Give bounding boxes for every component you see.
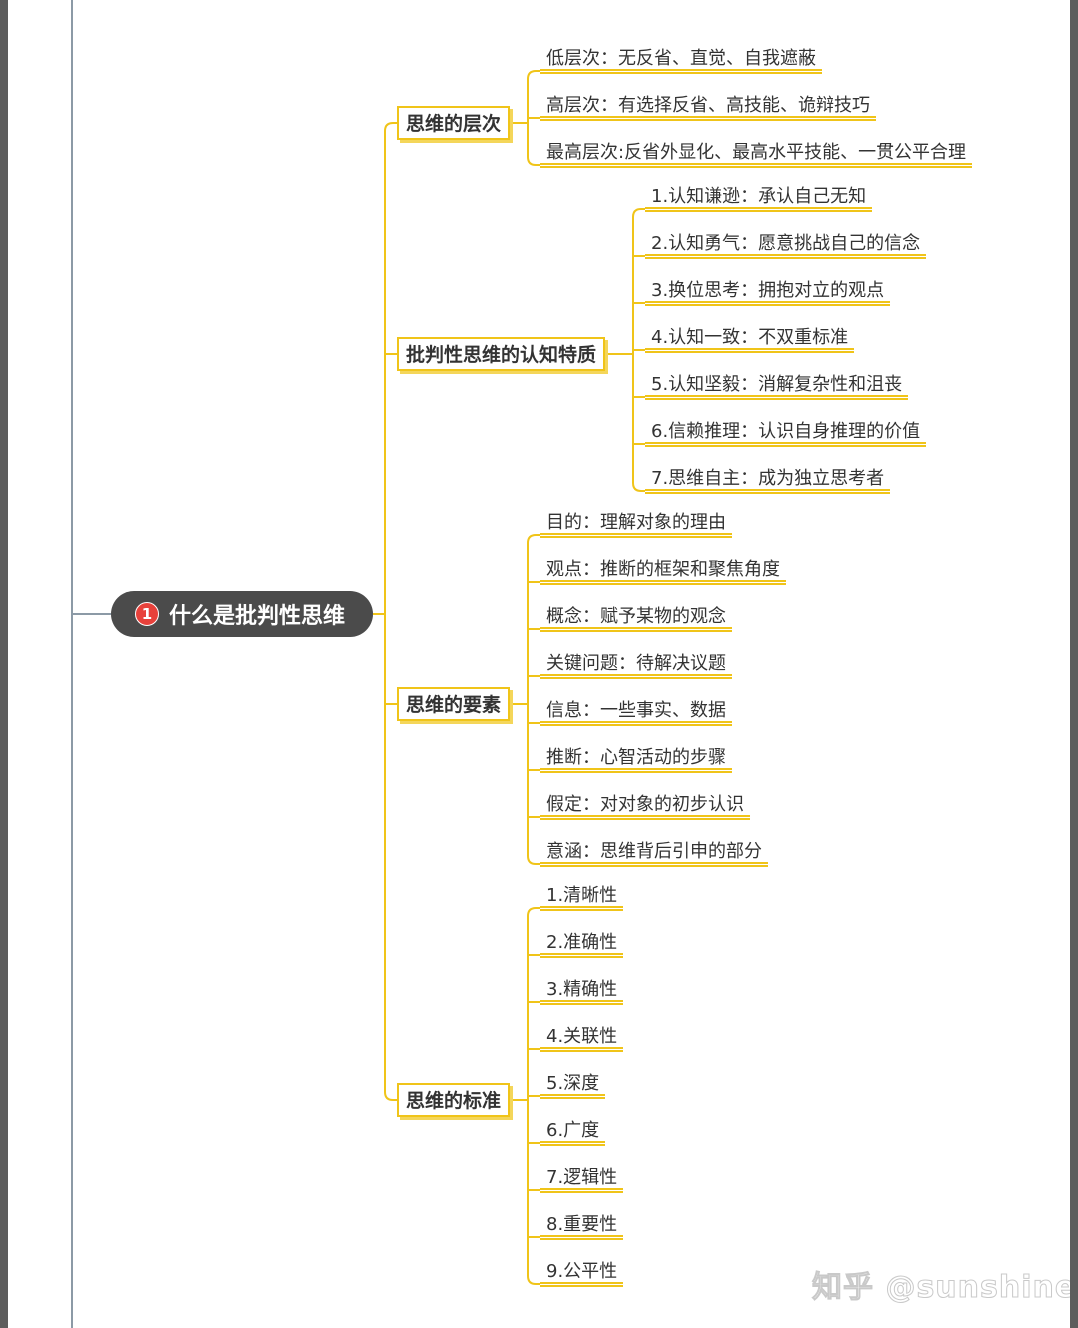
leaf-depth[interactable]: 5.深度: [540, 1072, 606, 1099]
watermark: 知乎 @sunshine: [811, 1270, 1070, 1306]
root-topic-label: 什么是批判性思维: [169, 604, 346, 629]
mind-map-canvas: 1 什么是批判性思维 思维的层次 批判性思维的认知特质 思维的要素 思维的标准 …: [8, 0, 1070, 1328]
leaf-high-level[interactable]: 高层次：有选择反省、高技能、诡辩技巧: [540, 94, 876, 121]
topic-thinking-levels[interactable]: 思维的层次: [397, 106, 511, 140]
leaf-low-level[interactable]: 低层次：无反省、直觉、自我遮蔽: [540, 47, 822, 74]
topic-thinking-elements[interactable]: 思维的要素: [397, 687, 511, 721]
topic-connector: [384, 1091, 397, 1101]
leaf-connector: [527, 70, 540, 80]
leaf-precision[interactable]: 3.精确性: [540, 978, 624, 1005]
leaf-connector: [527, 1275, 540, 1285]
leaf-relevance[interactable]: 4.关联性: [540, 1025, 624, 1052]
leaf-concept[interactable]: 概念：赋予某物的观念: [540, 605, 732, 632]
leaf-autonomy[interactable]: 7.思维自主：成为独立思考者: [645, 467, 891, 494]
leaf-perseverance[interactable]: 5.认知坚毅：消解复杂性和沮丧: [645, 373, 909, 400]
leaf-assumption[interactable]: 假定：对对象的初步认识: [540, 793, 750, 820]
topic-cognitive-traits[interactable]: 批判性思维的认知特质: [397, 337, 606, 371]
leaf-logic[interactable]: 7.逻辑性: [540, 1166, 624, 1193]
leaf-confidence-in-reason[interactable]: 6.信赖推理：认识自身推理的价值: [645, 420, 927, 447]
leaf-empathy[interactable]: 3.换位思考：拥抱对立的观点: [645, 279, 891, 306]
leaf-integrity[interactable]: 4.认知一致：不双重标准: [645, 326, 855, 353]
leaf-connector: [527, 907, 540, 917]
leaf-key-question[interactable]: 关键问题：待解决议题: [540, 652, 732, 679]
leaf-implication[interactable]: 意涵：思维背后引申的部分: [540, 840, 768, 867]
leaf-accuracy[interactable]: 2.准确性: [540, 931, 624, 958]
leaf-connector: [632, 482, 645, 492]
leaf-connector: [527, 855, 540, 865]
leaf-top-level[interactable]: 最高层次:反省外显化、最高水平技能、一贯公平合理: [540, 141, 973, 168]
leaf-connector: [527, 156, 540, 166]
leaf-connector: [527, 534, 540, 544]
connector-lines: [71, 0, 645, 1328]
leaf-inference[interactable]: 推断：心智活动的步骤: [540, 746, 732, 773]
leaf-humility[interactable]: 1.认知谦逊：承认自己无知: [645, 185, 873, 212]
leaf-clarity[interactable]: 1.清晰性: [540, 884, 624, 911]
root-topic[interactable]: 1 什么是批判性思维: [111, 591, 373, 637]
leaf-significance[interactable]: 8.重要性: [540, 1213, 624, 1240]
leaf-courage[interactable]: 2.认知勇气：愿意挑战自己的信念: [645, 232, 927, 259]
topic-thinking-standards[interactable]: 思维的标准: [397, 1083, 511, 1117]
leaf-breadth[interactable]: 6.广度: [540, 1119, 606, 1146]
priority-badge: 1: [135, 602, 159, 626]
leaf-information[interactable]: 信息：一些事实、数据: [540, 699, 732, 726]
leaf-purpose[interactable]: 目的：理解对象的理由: [540, 511, 732, 538]
topic-connector: [384, 122, 397, 132]
leaf-fairness[interactable]: 9.公平性: [540, 1260, 624, 1287]
leaf-point-of-view[interactable]: 观点：推断的框架和聚焦角度: [540, 558, 786, 585]
leaf-connector: [632, 208, 645, 218]
